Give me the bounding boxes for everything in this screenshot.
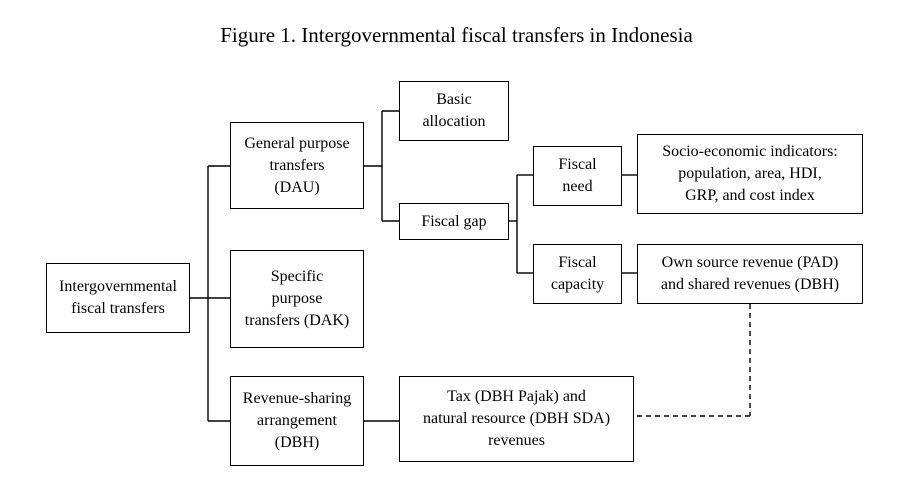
node-fiscal-gap: Fiscal gap (399, 203, 509, 240)
node-basic-allocation: Basic allocation (399, 81, 509, 141)
figure-title: Figure 1. Intergovernmental fiscal trans… (220, 23, 693, 47)
node-tax-and-natural-resource-revenues: Tax (DBH Pajak) and natural resource (DB… (399, 376, 634, 462)
node-own-source-revenue: Own source revenue (PAD) and shared reve… (637, 244, 863, 304)
node-socio-economic-indicators: Socio-economic indicators: population, a… (637, 134, 863, 214)
node-specific-purpose-transfers: Specific purpose transfers (DAK) (230, 250, 364, 348)
node-revenue-sharing-arrangement: Revenue-sharing arrangement (DBH) (230, 376, 364, 466)
node-general-purpose-transfers: General purpose transfers (DAU) (230, 122, 364, 209)
node-fiscal-need: Fiscal need (533, 146, 622, 206)
node-fiscal-capacity: Fiscal capacity (533, 244, 622, 304)
node-intergovernmental-transfers: Intergovernmental fiscal transfers (46, 263, 190, 333)
